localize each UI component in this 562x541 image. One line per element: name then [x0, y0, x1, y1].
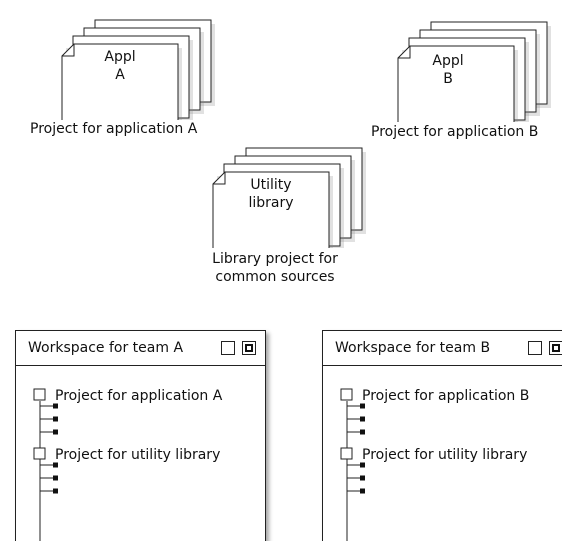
leaf-node-icon — [53, 475, 58, 481]
stacked-pages-icon — [212, 147, 366, 248]
stack-label-app-a: Appl A — [62, 48, 178, 84]
project-stack-app-b: Appl B — [396, 12, 556, 122]
stacked-pages-icon — [61, 19, 215, 120]
stack-label-line: Utility — [250, 177, 292, 193]
window-titlebar: Workspace for team A — [16, 331, 265, 366]
stack-label-app-b: Appl B — [390, 52, 506, 88]
window-title: Workspace for team A — [28, 340, 184, 356]
page-fold — [213, 172, 226, 185]
leaf-node-icon — [53, 403, 58, 409]
project-stack-app-a: Appl A — [60, 10, 220, 120]
leaf-node-icon — [360, 475, 365, 481]
front-page — [212, 171, 330, 248]
caption-app-b: Project for application B — [371, 124, 539, 140]
leaf-node-icon — [360, 462, 365, 468]
stack-label-line: library — [248, 195, 294, 211]
window-title: Workspace for team B — [335, 340, 491, 356]
collapse-box-icon — [33, 447, 46, 460]
collapse-box-icon — [33, 388, 46, 401]
maximize-button[interactable] — [242, 341, 256, 355]
caption-app-a: Project for application A — [30, 121, 198, 137]
collapse-box-icon — [340, 388, 353, 401]
tree-item-project[interactable]: Project for utility library — [55, 447, 221, 463]
workspace-window-team-a: Workspace for team A Project for applica… — [15, 330, 266, 541]
tree-item-project[interactable]: Project for application A — [55, 388, 223, 404]
page-fold — [62, 44, 75, 57]
window-titlebar: Workspace for team B — [323, 331, 562, 366]
stacked-pages-icon — [397, 21, 551, 122]
project-stack-utility: Utility library — [211, 138, 371, 248]
tree-lines — [33, 388, 58, 541]
leaf-node-icon — [360, 488, 365, 494]
collapse-box-icon — [340, 447, 353, 460]
page-fold — [398, 46, 411, 59]
leaf-node-icon — [53, 429, 58, 435]
maximize-button[interactable] — [549, 341, 562, 355]
leaf-node-icon — [360, 429, 365, 435]
leaf-node-icon — [360, 403, 365, 409]
tree-item-project[interactable]: Project for application B — [362, 388, 530, 404]
leaf-node-icon — [53, 462, 58, 468]
workspace-window-team-b: Workspace for team B Project for applica… — [322, 330, 562, 541]
minimize-button[interactable] — [528, 341, 542, 355]
caption-line: Library project for — [212, 251, 338, 267]
front-page — [61, 43, 179, 120]
stack-label-line: Appl — [104, 49, 136, 65]
tree-lines — [340, 388, 365, 541]
stack-label-line: B — [443, 71, 453, 87]
front-page — [397, 45, 515, 122]
tree-item-project[interactable]: Project for utility library — [362, 447, 528, 463]
caption-utility: Library project for common sources — [190, 250, 360, 286]
caption-line: common sources — [215, 269, 335, 285]
leaf-node-icon — [53, 488, 58, 494]
leaf-node-icon — [53, 416, 58, 422]
minimize-button[interactable] — [221, 341, 235, 355]
stack-label-line: Appl — [432, 53, 464, 69]
stack-label-utility: Utility library — [213, 176, 329, 212]
leaf-node-icon — [360, 416, 365, 422]
stack-label-line: A — [115, 67, 125, 83]
